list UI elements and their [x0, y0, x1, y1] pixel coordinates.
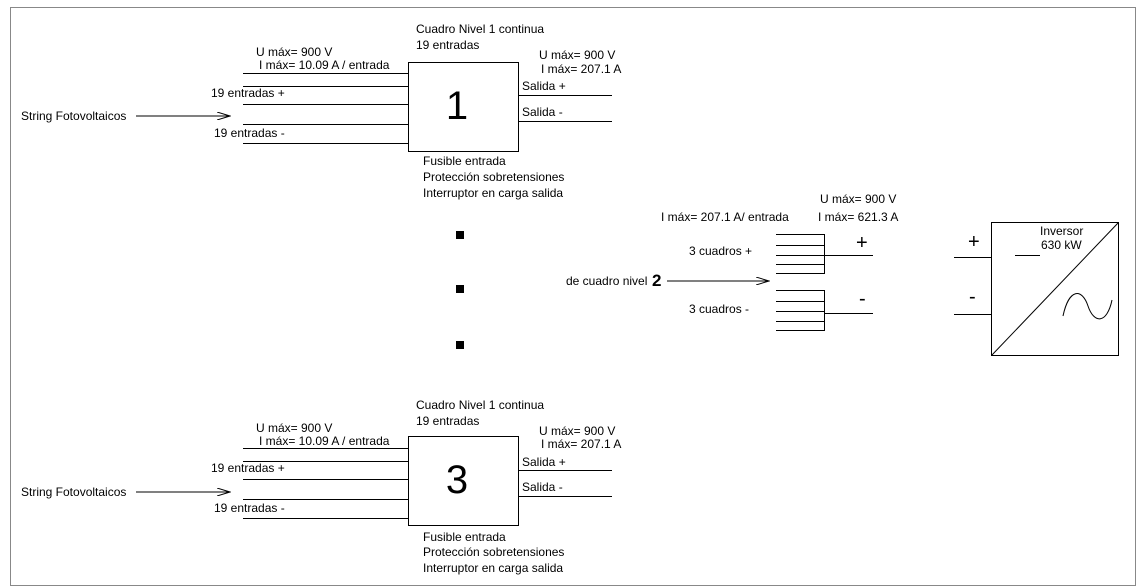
box3-inputs-count: 19 entradas: [416, 414, 479, 428]
box3-rectangle: [408, 436, 519, 526]
box1-number: 1: [446, 84, 468, 128]
box3-output-current: I máx= 207.1 A: [541, 437, 621, 451]
box1-input-lines: [243, 73, 408, 144]
inverter-diagonal: [991, 222, 1119, 356]
level2-plus-sign: +: [856, 232, 868, 254]
box3-output-voltage: U máx= 900 V: [539, 424, 615, 438]
box1-positive-inputs-label: 19 entradas +: [211, 86, 285, 100]
svg-text:de cuadro nivel: de cuadro nivel: [566, 274, 647, 288]
inverter-minus-sign: -: [969, 286, 976, 308]
box3-input-voltage: U máx= 900 V: [256, 421, 332, 435]
inverter: + - Inversor 630 kW: [954, 222, 1119, 356]
level2-source-label: de cuadro nivel 2: [566, 271, 661, 290]
box3-number: 3: [446, 458, 468, 502]
combiner-box-3: Cuadro Nivel 1 continua 19 entradas U má…: [21, 398, 621, 575]
box3-positive-inputs-label: 19 entradas +: [211, 461, 285, 475]
box3-feature-switch: Interruptor en carga salida: [423, 561, 563, 575]
level2-positive-bus: [776, 234, 825, 274]
level2-output-voltage: U máx= 900 V: [820, 192, 896, 206]
box1-output-voltage: U máx= 900 V: [539, 48, 615, 62]
box1-output-negative-label: Salida -: [522, 105, 563, 119]
ac-symbol-icon: [1062, 293, 1113, 320]
box1-output-current: I máx= 207.1 A: [541, 62, 621, 76]
box3-feature-fuse: Fusible entrada: [423, 530, 506, 544]
inverter-plus-sign: +: [968, 231, 980, 253]
box1-rectangle: [408, 62, 519, 152]
box3-input-current: I máx= 10.09 A / entrada: [259, 434, 390, 448]
box1-title: Cuadro Nivel 1 continua: [416, 22, 544, 36]
inverter-power: 630 kW: [1041, 238, 1082, 252]
box3-title: Cuadro Nivel 1 continua: [416, 398, 544, 412]
level2-minus-sign: -: [859, 288, 866, 310]
box1-output-positive-label: Salida +: [522, 79, 566, 93]
level2-number: 2: [652, 271, 661, 290]
box3-output-positive-label: Salida +: [522, 455, 566, 469]
combiner-box-level-2: U máx= 900 V I máx= 621.3 A I máx= 207.1…: [566, 192, 898, 331]
box1-negative-inputs-label: 19 entradas -: [214, 126, 285, 140]
box1-feature-surge: Protección sobretensiones: [423, 170, 564, 184]
box1-input-current: I máx= 10.09 A / entrada: [259, 58, 390, 72]
continuation-dots: [456, 231, 464, 349]
level2-output-current: I máx= 621.3 A: [818, 210, 898, 224]
box3-source-label: String Fotovoltaicos: [21, 485, 126, 499]
level2-positive-inputs-label: 3 cuadros +: [689, 244, 752, 258]
level2-negative-bus: [776, 290, 825, 331]
diagram-frame: [10, 7, 1136, 586]
box3-output-negative-label: Salida -: [522, 480, 563, 494]
box1-source-label: String Fotovoltaicos: [21, 109, 126, 123]
box1-inputs-count: 19 entradas: [416, 38, 479, 52]
inverter-label: Inversor: [1040, 224, 1083, 238]
level2-input-current: I máx= 207.1 A/ entrada: [661, 210, 789, 224]
level2-negative-inputs-label: 3 cuadros -: [689, 302, 749, 316]
box1-feature-switch: Interruptor en carga salida: [423, 186, 563, 200]
box3-feature-surge: Protección sobretensiones: [423, 545, 564, 559]
box3-input-lines: [243, 448, 408, 519]
box1-feature-fuse: Fusible entrada: [423, 154, 506, 168]
box1-input-voltage: U máx= 900 V: [256, 45, 332, 59]
combiner-box-1: Cuadro Nivel 1 continua 19 entradas U má…: [21, 22, 621, 200]
box3-negative-inputs-label: 19 entradas -: [214, 501, 285, 515]
